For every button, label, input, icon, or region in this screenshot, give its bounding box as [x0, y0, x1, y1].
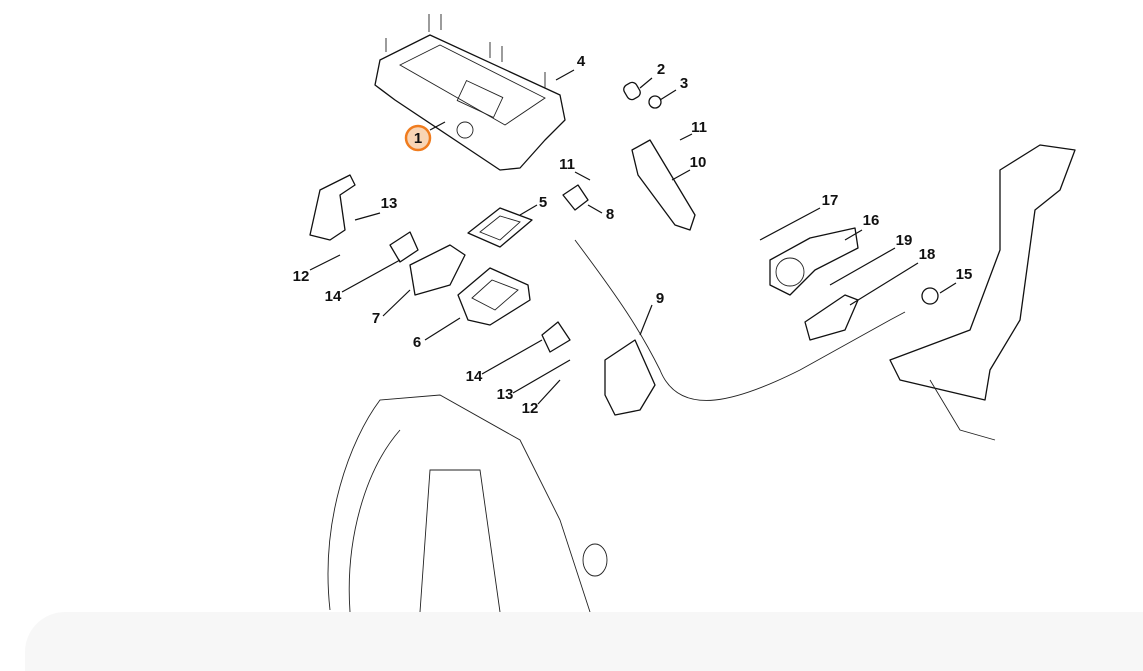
callout-3[interactable]: 3 [680, 75, 688, 92]
leader-line [829, 247, 896, 286]
callout-8[interactable]: 8 [606, 206, 614, 223]
leader-line [671, 169, 691, 181]
callout-4[interactable]: 4 [577, 53, 586, 70]
leader-line [659, 89, 677, 101]
part-9-cable[interactable] [574, 239, 906, 401]
leader-line [759, 207, 821, 241]
leader-line [537, 379, 561, 405]
callout-12[interactable]: 12 [522, 400, 539, 417]
leader-line [382, 289, 411, 317]
leader-line [587, 204, 603, 214]
leader-line [555, 69, 575, 81]
part-14-clip-lower[interactable] [541, 321, 571, 353]
part-handle [889, 144, 1076, 441]
leader-line [844, 229, 863, 241]
callout-14[interactable]: 14 [466, 368, 483, 385]
callout-17[interactable]: 17 [822, 192, 839, 209]
callout-13[interactable]: 13 [497, 386, 514, 403]
leader-line [354, 212, 381, 221]
callout-5[interactable]: 5 [539, 194, 547, 211]
callout-18[interactable]: 18 [919, 246, 936, 263]
part-18-trigger[interactable] [804, 294, 859, 341]
leader-line [679, 133, 693, 141]
callout-1[interactable]: 1 [414, 130, 422, 147]
leader-line [574, 171, 591, 181]
leader-line [519, 204, 538, 216]
part-2-cap[interactable] [622, 81, 642, 102]
leader-line [939, 282, 957, 294]
leader-line [639, 304, 653, 336]
leader-line [639, 77, 653, 89]
callout-9[interactable]: 9 [656, 290, 664, 307]
callout-11[interactable]: 11 [691, 119, 707, 136]
part-7-cover[interactable] [409, 244, 466, 296]
callout-10[interactable]: 10 [690, 154, 707, 171]
leader-line [309, 254, 341, 271]
part-3-nut[interactable] [648, 95, 662, 109]
leader-line [341, 259, 401, 293]
part-14-clip[interactable] [389, 231, 419, 263]
part-6-frame[interactable] [457, 267, 531, 326]
part-10-bracket[interactable] [631, 139, 696, 231]
callout-6[interactable]: 6 [413, 334, 421, 351]
part-5-seal[interactable] [467, 207, 533, 248]
callout-15[interactable]: 15 [956, 266, 973, 283]
leader-line [512, 359, 571, 394]
callout-12[interactable]: 12 [293, 268, 310, 285]
callout-19[interactable]: 19 [896, 232, 913, 249]
leader-line [429, 121, 446, 131]
part-12-lever-lower[interactable] [604, 339, 656, 416]
blower-housing [327, 394, 608, 613]
callout-7[interactable]: 7 [372, 310, 380, 327]
callout-16[interactable]: 16 [863, 212, 880, 229]
leader-line [849, 262, 919, 306]
part-1-housing[interactable] [374, 14, 566, 171]
part-15-grommet[interactable] [921, 287, 939, 305]
callout-2[interactable]: 2 [657, 61, 665, 78]
highlight-callout-circle[interactable] [404, 124, 432, 152]
leader-lines [309, 69, 957, 405]
part-16-knob[interactable] [769, 227, 859, 296]
bottom-fade [25, 612, 1143, 671]
part-13-lever[interactable] [309, 174, 356, 241]
callout-13[interactable]: 13 [381, 195, 398, 212]
callout-14[interactable]: 14 [325, 288, 342, 305]
part-8-fitting[interactable] [562, 184, 589, 211]
callout-11[interactable]: 11 [559, 156, 575, 173]
leader-line [424, 317, 461, 341]
leader-line [481, 339, 543, 375]
